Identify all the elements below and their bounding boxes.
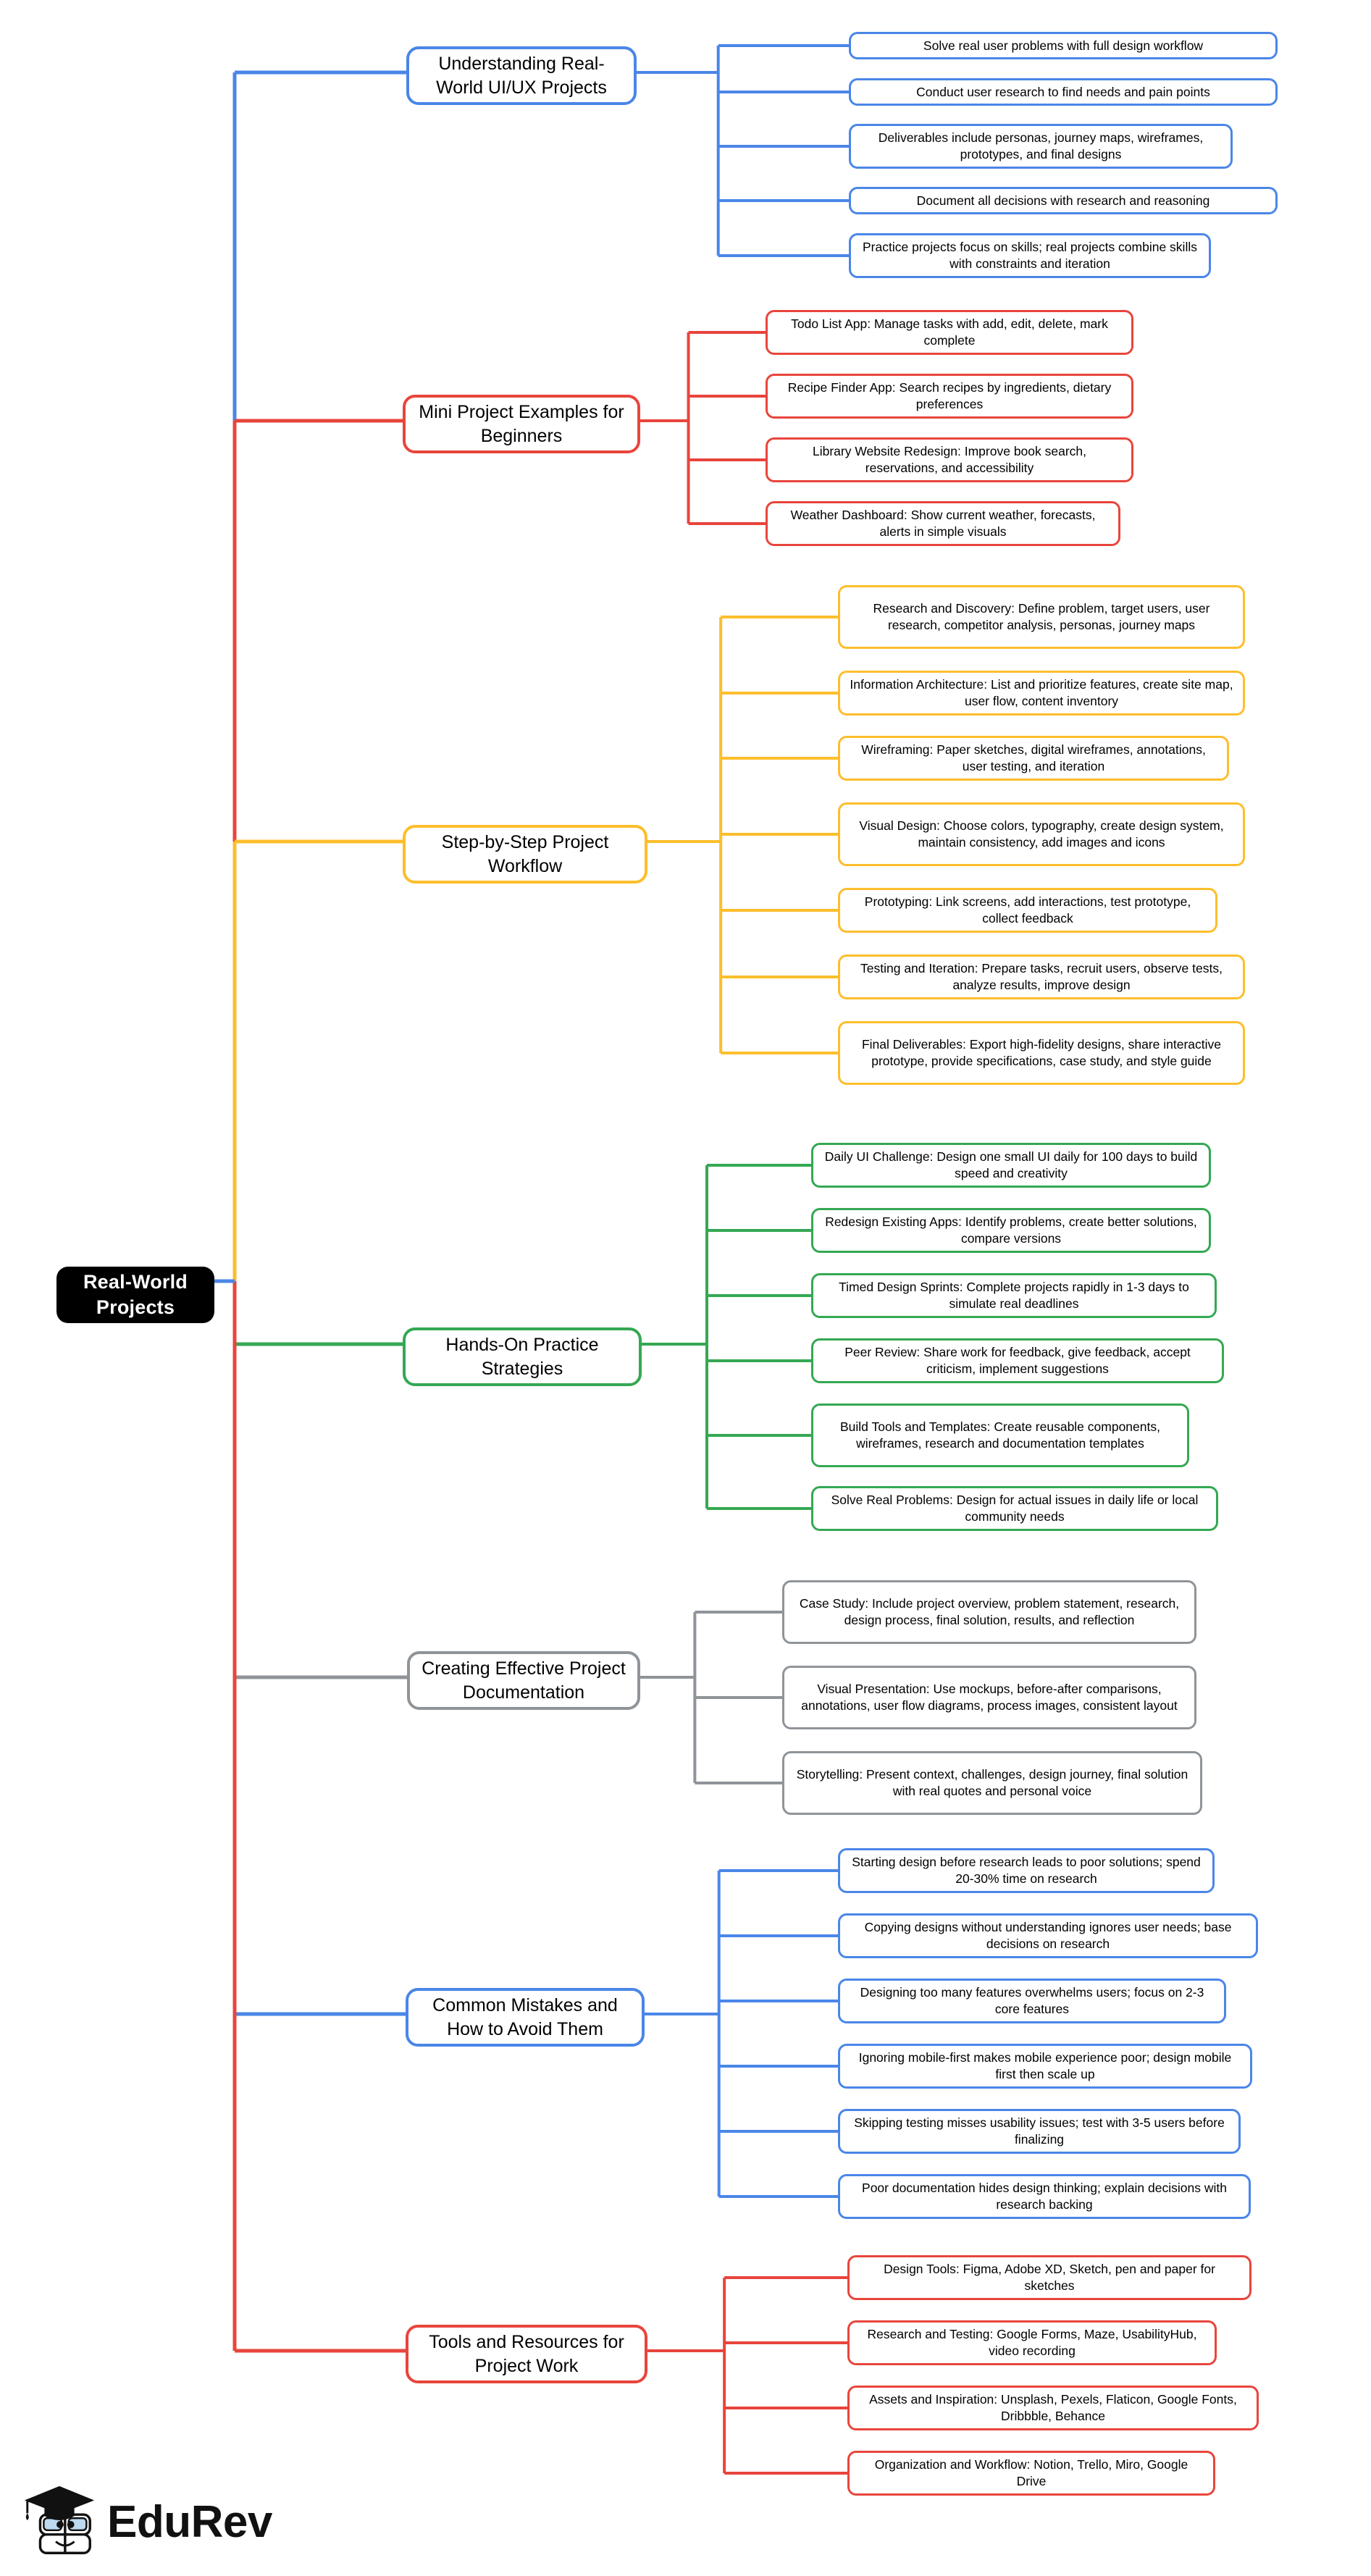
leaf-node-2-2[interactable]: Recipe Finder App: Search recipes by ing… bbox=[766, 374, 1133, 419]
leaf-node-2-1[interactable]: Todo List App: Manage tasks with add, ed… bbox=[766, 310, 1133, 355]
leaf-node-2-4[interactable]: Weather Dashboard: Show current weather,… bbox=[766, 501, 1120, 546]
leaf-node-3-6[interactable]: Testing and Iteration: Prepare tasks, re… bbox=[838, 955, 1245, 999]
leaf-node-7-3[interactable]: Assets and Inspiration: Unsplash, Pexels… bbox=[847, 2386, 1259, 2430]
graduation-cap-book-mascot-icon bbox=[24, 2485, 95, 2554]
leaf-node-4-2[interactable]: Redesign Existing Apps: Identify problem… bbox=[811, 1208, 1211, 1253]
leaf-node-4-4[interactable]: Peer Review: Share work for feedback, gi… bbox=[811, 1338, 1224, 1383]
leaf-node-5-1[interactable]: Case Study: Include project overview, pr… bbox=[782, 1580, 1196, 1644]
leaf-node-6-4[interactable]: Ignoring mobile-first makes mobile exper… bbox=[838, 2044, 1252, 2089]
leaf-node-1-1[interactable]: Solve real user problems with full desig… bbox=[849, 32, 1278, 59]
leaf-node-3-4[interactable]: Visual Design: Choose colors, typography… bbox=[838, 802, 1245, 866]
leaf-node-3-2[interactable]: Information Architecture: List and prior… bbox=[838, 671, 1245, 716]
branch-node-6[interactable]: Common Mistakes and How to Avoid Them bbox=[406, 1988, 645, 2047]
leaf-node-6-2[interactable]: Copying designs without understanding ig… bbox=[838, 1913, 1258, 1958]
root-node[interactable]: Real-World Projects bbox=[56, 1267, 214, 1324]
branch-node-7[interactable]: Tools and Resources for Project Work bbox=[406, 2325, 647, 2383]
leaf-node-3-1[interactable]: Research and Discovery: Define problem, … bbox=[838, 585, 1245, 649]
leaf-node-4-1[interactable]: Daily UI Challenge: Design one small UI … bbox=[811, 1143, 1211, 1188]
branch-node-1[interactable]: Understanding Real-World UI/UX Projects bbox=[406, 46, 637, 105]
leaf-node-6-3[interactable]: Designing too many features overwhelms u… bbox=[838, 1979, 1226, 2023]
leaf-node-7-2[interactable]: Research and Testing: Google Forms, Maze… bbox=[847, 2320, 1217, 2365]
edurev-logo: EduRev bbox=[16, 2480, 277, 2565]
edurev-wordmark: EduRev bbox=[107, 2497, 272, 2547]
leaf-node-6-6[interactable]: Poor documentation hides design thinking… bbox=[838, 2174, 1251, 2219]
leaf-node-3-5[interactable]: Prototyping: Link screens, add interacti… bbox=[838, 888, 1217, 933]
leaf-node-1-5[interactable]: Practice projects focus on skills; real … bbox=[849, 233, 1211, 278]
leaf-node-4-3[interactable]: Timed Design Sprints: Complete projects … bbox=[811, 1273, 1217, 1318]
leaf-node-1-2[interactable]: Conduct user research to find needs and … bbox=[849, 78, 1278, 106]
leaf-node-3-7[interactable]: Final Deliverables: Export high-fidelity… bbox=[838, 1021, 1245, 1085]
leaf-node-6-1[interactable]: Starting design before research leads to… bbox=[838, 1848, 1215, 1893]
branch-node-3[interactable]: Step-by-Step Project Workflow bbox=[403, 825, 647, 884]
branch-node-5[interactable]: Creating Effective Project Documentation bbox=[407, 1651, 640, 1710]
leaf-node-1-4[interactable]: Document all decisions with research and… bbox=[849, 187, 1278, 214]
leaf-node-5-2[interactable]: Visual Presentation: Use mockups, before… bbox=[782, 1666, 1196, 1729]
leaf-node-4-5[interactable]: Build Tools and Templates: Create reusab… bbox=[811, 1404, 1189, 1467]
leaf-node-5-3[interactable]: Storytelling: Present context, challenge… bbox=[782, 1751, 1202, 1815]
leaf-node-2-3[interactable]: Library Website Redesign: Improve book s… bbox=[766, 437, 1133, 482]
branch-node-4[interactable]: Hands-On Practice Strategies bbox=[403, 1327, 642, 1386]
leaf-node-3-3[interactable]: Wireframing: Paper sketches, digital wir… bbox=[838, 736, 1229, 781]
leaf-node-1-3[interactable]: Deliverables include personas, journey m… bbox=[849, 124, 1233, 169]
leaf-node-4-6[interactable]: Solve Real Problems: Design for actual i… bbox=[811, 1486, 1218, 1531]
leaf-node-7-1[interactable]: Design Tools: Figma, Adobe XD, Sketch, p… bbox=[847, 2255, 1251, 2300]
branch-node-2[interactable]: Mini Project Examples for Beginners bbox=[403, 395, 640, 453]
leaf-node-7-4[interactable]: Organization and Workflow: Notion, Trell… bbox=[847, 2451, 1215, 2496]
leaf-node-6-5[interactable]: Skipping testing misses usability issues… bbox=[838, 2109, 1241, 2154]
